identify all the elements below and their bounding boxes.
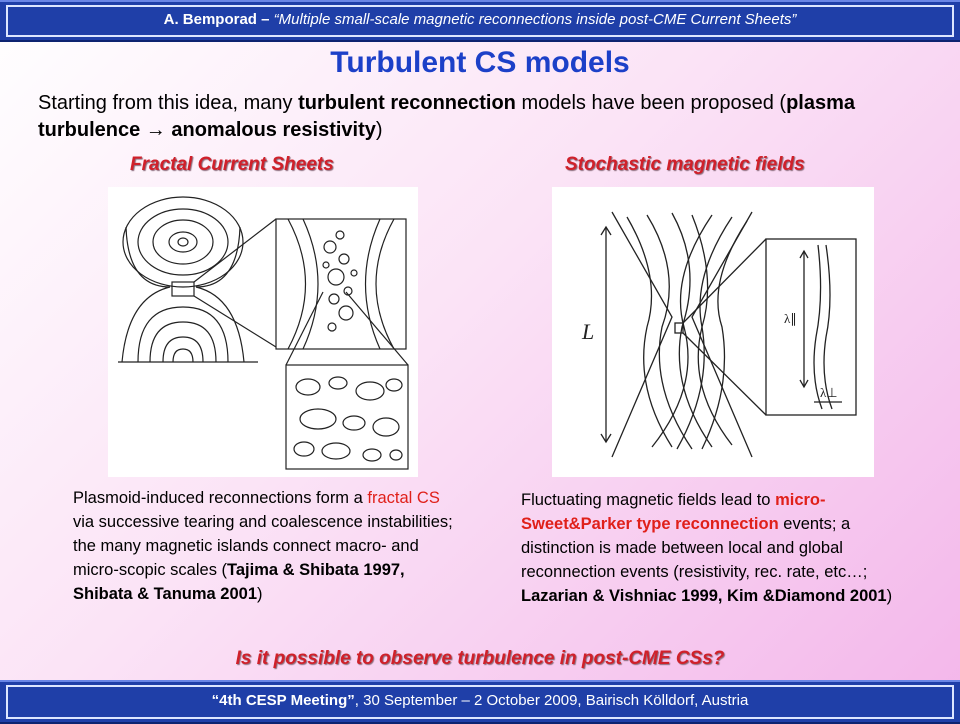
left-highlight: fractal CS [367,489,440,507]
header-text: A. Bemporad – “Multiple small-scale magn… [6,5,954,37]
figure-label-L: L [581,319,594,344]
intro-part-2: models have been proposed ( [515,92,787,114]
left-text-1: Plasmoid-induced reconnections form a [73,489,368,507]
header-bar: A. Bemporad – “Multiple small-scale magn… [0,0,960,42]
header-author: A. Bemporad [163,11,257,28]
left-text-3: ) [257,585,263,603]
right-highlight: micro-Sweet&Parker type reconnection [521,491,826,533]
stochastic-field-figure: L λ∥ λ⊥ [552,187,874,477]
closing-question: Is it possible to observe turbulence in … [235,648,725,669]
fractal-cs-heading: Fractal Current Sheets [130,154,334,175]
fractal-cs-description: Plasmoid-induced reconnections form a fr… [73,486,458,606]
right-references: Lazarian & Vishniac 1999, Kim &Diamond 2… [521,587,887,605]
stochastic-fields-heading: Stochastic magnetic fields [565,154,805,175]
left-text-2: via successive tearing and coalescence i… [73,513,453,579]
figure-label-lambda-par: λ∥ [784,311,797,326]
footer-details: , 30 September – 2 October 2009, Bairisc… [354,692,749,709]
right-text-1: Fluctuating magnetic fields lead to [521,491,776,509]
intro-bold-1: turbulent reconnection [298,92,516,114]
footer-text: “4th CESP Meeting”, 30 September – 2 Oct… [6,685,954,719]
stochastic-fields-description: Fluctuating magnetic fields lead to micr… [521,488,921,608]
fractal-cs-figure [108,187,418,477]
intro-part-1: Starting from this idea, many [38,92,299,114]
footer-meeting: “4th CESP Meeting” [211,692,355,709]
intro-text: Starting from this idea, many turbulent … [38,90,938,144]
figure-label-lambda-perp: λ⊥ [820,385,838,400]
right-text-2: events; a distinction is made between lo… [521,515,868,581]
header-separator: – [256,11,274,28]
slide-title: Turbulent CS models [330,46,630,79]
header-talk-title: “Multiple small-scale magnetic reconnect… [273,11,797,28]
stochastic-field-diagram: L λ∥ λ⊥ [581,211,857,458]
fractal-cs-diagram [118,196,409,470]
intro-part-3: ) [375,119,383,141]
intro-bold-2: plasma turbulence → anomalous resistivit… [38,92,856,141]
right-text-3: ) [886,587,893,605]
left-references: Tajima & Shibata 1997, Shibata & Tanuma … [73,561,405,603]
footer-bar: “4th CESP Meeting”, 30 September – 2 Oct… [0,680,960,724]
